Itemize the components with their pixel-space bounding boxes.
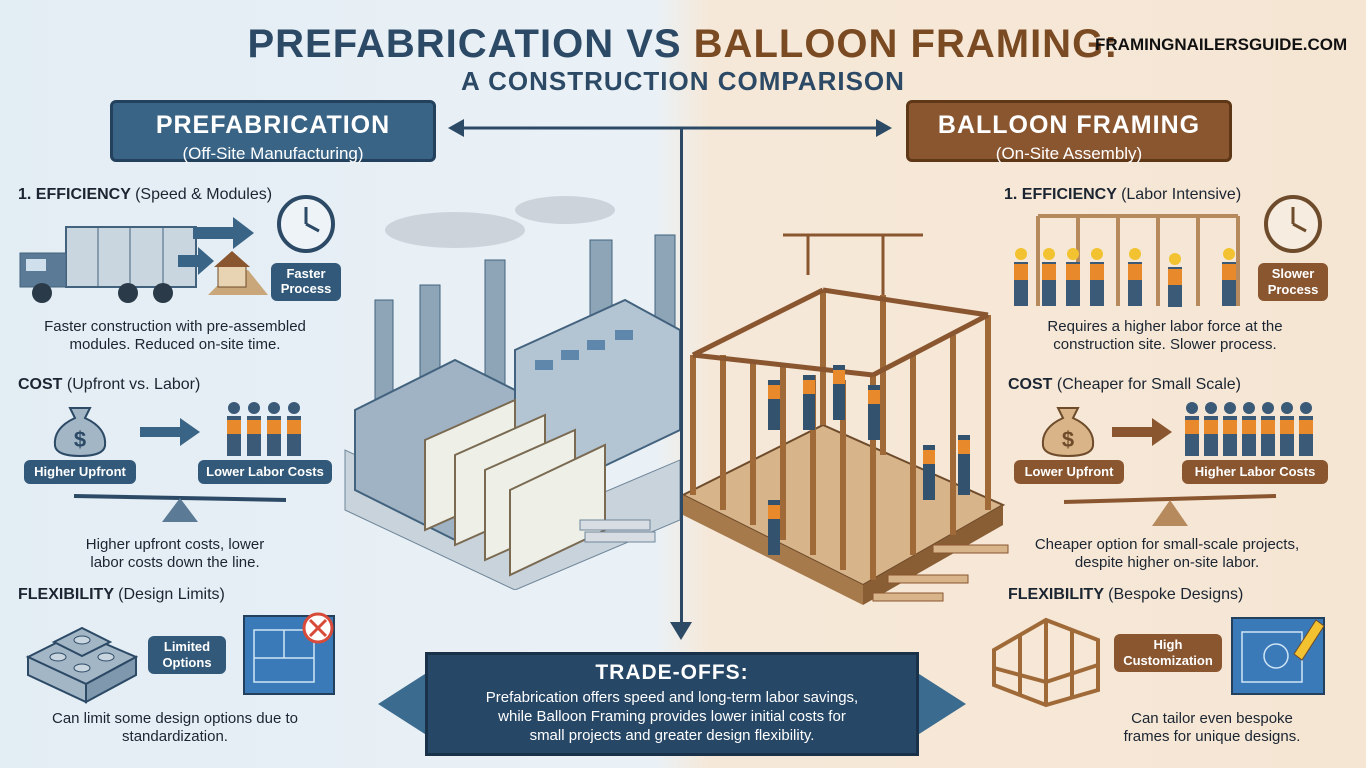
left-efficiency-heading: 1. EFFICIENCY (Speed & Modules) bbox=[18, 186, 273, 203]
workers-icon bbox=[227, 402, 301, 456]
page-subtitle: A CONSTRUCTION COMPARISON bbox=[461, 66, 905, 96]
building-blocks-icon bbox=[25, 626, 139, 704]
svg-text:$: $ bbox=[1062, 427, 1074, 452]
house-frame-icon bbox=[992, 617, 1100, 708]
down-arrow-icon bbox=[670, 622, 692, 640]
balloon-framing-subtitle: (On-Site Assembly) bbox=[995, 144, 1143, 163]
balance-scale-icon bbox=[73, 494, 287, 522]
right-efficiency-description: Requires a higher labor force at the con… bbox=[1047, 318, 1283, 353]
header-arrows bbox=[448, 119, 892, 137]
tradeoffs-text: Prefabrication offers speed and long-ter… bbox=[485, 689, 859, 744]
balance-scale-icon-right bbox=[1063, 494, 1277, 526]
right-cost-description: Cheaper option for small-scale projects,… bbox=[1034, 536, 1300, 571]
prefabrication-title: PREFABRICATION bbox=[155, 111, 391, 139]
center-divider bbox=[680, 128, 683, 633]
clock-icon bbox=[277, 195, 335, 253]
title-part-prefabrication: PREFABRICATION VS bbox=[247, 22, 694, 66]
factory-illustration bbox=[344, 196, 680, 590]
higher-upfront-badge: Higher Upfront bbox=[24, 460, 136, 484]
balloon-framing-title: BALLOON FRAMING bbox=[937, 111, 1201, 139]
right-flexibility-heading: FLEXIBILITY (Bespoke Designs) bbox=[1008, 586, 1244, 603]
right-cost-heading: COST (Cheaper for Small Scale) bbox=[1008, 376, 1241, 393]
limited-options-badge: Limited Options bbox=[148, 636, 226, 674]
balloon-framing-illustration bbox=[683, 233, 1009, 605]
ribbon-left bbox=[378, 672, 428, 736]
page-title: PREFABRICATION VS BALLOON FRAMING: bbox=[0, 22, 1366, 67]
truck-icon bbox=[19, 217, 268, 303]
cost-arrow-icon bbox=[140, 418, 200, 446]
left-flexibility-heading: FLEXIBILITY (Design Limits) bbox=[18, 586, 225, 603]
ribbon-right bbox=[916, 672, 966, 736]
balloon-framing-header: BALLOON FRAMING (On-Site Assembly) bbox=[906, 100, 1232, 163]
lower-upfront-badge: Lower Upfront bbox=[1014, 460, 1124, 484]
left-flexibility-description: Can limit some design options due to sta… bbox=[52, 710, 298, 745]
cost-arrow-icon-right bbox=[1112, 418, 1172, 446]
site-url: FRAMINGNAILERSGUIDE.COM bbox=[1095, 35, 1348, 54]
lower-labor-costs-badge: Lower Labor Costs bbox=[198, 460, 332, 484]
tradeoffs-banner: TRADE-OFFS: Prefabrication offers speed … bbox=[425, 652, 919, 756]
slower-process-badge: Slower Process bbox=[1258, 263, 1328, 301]
higher-labor-costs-badge: Higher Labor Costs bbox=[1182, 460, 1328, 484]
labor-crew-icon bbox=[1014, 214, 1240, 307]
right-efficiency-heading: 1. EFFICIENCY (Labor Intensive) bbox=[1004, 186, 1242, 203]
high-customization-badge: High Customization bbox=[1114, 634, 1222, 672]
tradeoffs-title: TRADE-OFFS: bbox=[595, 661, 749, 684]
blueprint-pencil-icon bbox=[1231, 617, 1325, 695]
blueprint-blocked-icon bbox=[243, 612, 335, 695]
money-bag-icon-right: $ bbox=[1041, 407, 1095, 458]
faster-process-badge: Faster Process bbox=[271, 263, 341, 301]
money-bag-icon: $ bbox=[53, 407, 107, 458]
slow-clock-icon bbox=[1264, 195, 1322, 253]
left-efficiency-description: Faster construction with pre-assembled m… bbox=[44, 318, 306, 353]
prefabrication-header: PREFABRICATION (Off-Site Manufacturing) bbox=[110, 100, 436, 163]
right-flexibility-description: Can tailor even bespoke frames for uniqu… bbox=[1123, 710, 1301, 745]
prefabrication-subtitle: (Off-Site Manufacturing) bbox=[182, 144, 364, 163]
left-cost-description: Higher upfront costs, lower labor costs … bbox=[85, 536, 265, 571]
svg-text:$: $ bbox=[74, 427, 86, 452]
workers-icon-right bbox=[1185, 402, 1313, 456]
left-cost-heading: COST (Upfront vs. Labor) bbox=[18, 376, 201, 393]
title-part-balloon: BALLOON FRAMING: bbox=[693, 22, 1119, 66]
